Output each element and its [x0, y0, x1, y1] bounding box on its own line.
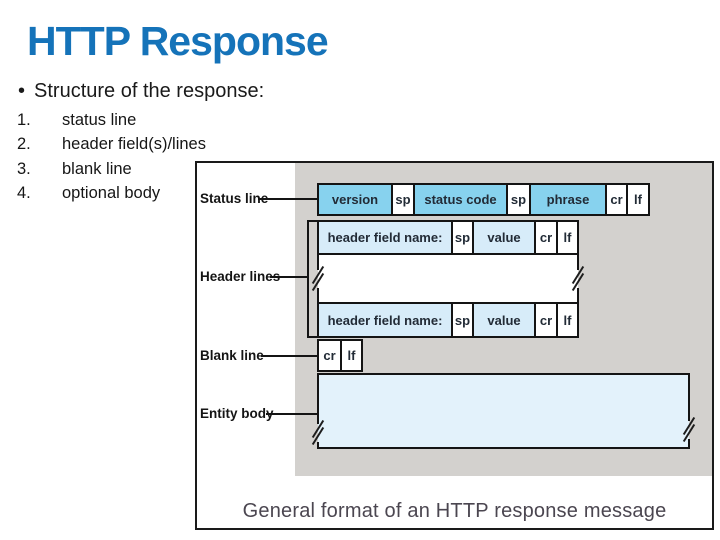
break-mark-icon [311, 265, 325, 292]
cell-lf: lf [556, 222, 577, 253]
bullet-icon: • [18, 80, 26, 102]
list-item-number: 2. [17, 135, 31, 154]
bullet-line: • Structure of the response: [18, 80, 264, 103]
header-lines-ellipsis-area [317, 255, 579, 304]
label-status-line: Status line [200, 191, 269, 206]
list-item-text: blank line [62, 159, 132, 178]
cell-value: value [472, 304, 534, 336]
cell-cr: cr [319, 341, 340, 370]
figure-http-response-format: Status line Header lines Blank line Enti… [195, 161, 714, 530]
list-item-text: optional body [62, 184, 161, 203]
cell-header-field-name: header field name: [319, 222, 451, 253]
label-header-lines: Header lines [200, 269, 281, 284]
break-mark-icon [311, 419, 325, 446]
leader-line-status [258, 198, 317, 200]
list-item: 3. blank line [17, 157, 206, 182]
cell-sp: sp [451, 222, 472, 253]
cell-status-code: status code [413, 185, 506, 214]
list-item-number: 1. [17, 110, 31, 129]
cell-lf: lf [556, 304, 577, 336]
cell-phrase: phrase [529, 185, 605, 214]
numbered-list: 1. status line 2. header field(s)/lines … [17, 108, 206, 206]
cell-lf: lf [626, 185, 648, 214]
cell-cr: cr [534, 222, 556, 253]
label-entity-body: Entity body [200, 406, 274, 421]
leader-line-entity [266, 413, 317, 415]
figure-caption: General format of an HTTP response messa… [242, 500, 667, 522]
blank-line-row: cr lf [317, 339, 363, 372]
label-blank-line: Blank line [200, 348, 264, 363]
leader-line-header [270, 276, 307, 278]
cell-sp: sp [391, 185, 413, 214]
break-mark-icon [682, 416, 696, 443]
entity-body-box [317, 373, 690, 449]
cell-value: value [472, 222, 534, 253]
cell-cr: cr [605, 185, 626, 214]
header-line-row-2: header field name: sp value cr lf [317, 302, 579, 338]
list-item-number: 4. [17, 184, 31, 203]
header-lines-bracket [307, 220, 319, 338]
list-item-number: 3. [17, 159, 31, 178]
bullet-text: Structure of the response: [34, 80, 265, 102]
cell-lf: lf [340, 341, 361, 370]
cell-cr: cr [534, 304, 556, 336]
list-item: 4. optional body [17, 182, 206, 207]
cell-sp: sp [506, 185, 529, 214]
cell-sp: sp [451, 304, 472, 336]
cell-version: version [319, 185, 391, 214]
list-item: 2. header field(s)/lines [17, 133, 206, 158]
list-item: 1. status line [17, 108, 206, 133]
break-mark-icon [571, 265, 585, 292]
status-line-row: version sp status code sp phrase cr lf [317, 183, 650, 216]
list-item-text: header field(s)/lines [62, 135, 206, 154]
page-title: HTTP Response [27, 18, 329, 64]
list-item-text: status line [62, 110, 137, 129]
cell-header-field-name: header field name: [319, 304, 451, 336]
leader-line-blank [261, 355, 317, 357]
header-line-row-1: header field name: sp value cr lf [317, 220, 579, 255]
